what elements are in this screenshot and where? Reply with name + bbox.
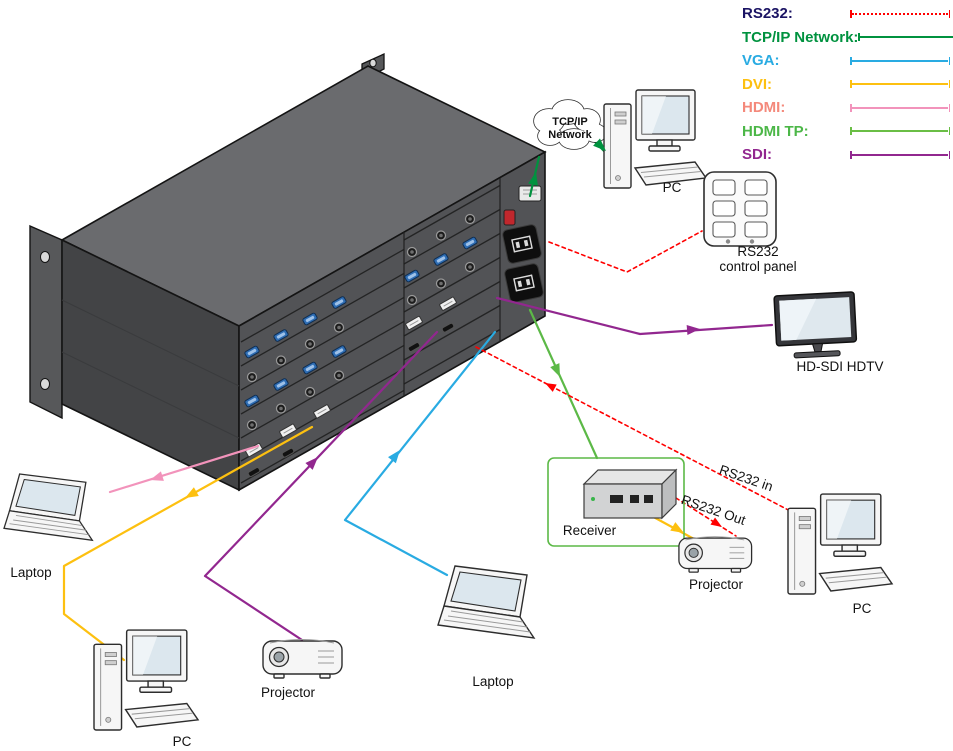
flow-arrows [150, 138, 722, 533]
bnc-port-icon [275, 403, 287, 414]
bnc-port-icon [333, 370, 345, 381]
cables [62, 140, 797, 662]
legend-line-hdmi [850, 103, 950, 113]
bnc-port-icon [406, 246, 418, 258]
rs232-control-panel-device [703, 171, 777, 247]
cloud-label-line1: TCP/IP [552, 116, 587, 128]
card-slot-lines [240, 178, 501, 484]
bnc-port-icon [435, 230, 447, 241]
receiver-label: Receiver [562, 523, 617, 538]
hdtv-label: HD-SDI HDTV [796, 359, 884, 374]
sdi-cable-projector-middle [203, 330, 439, 642]
bnc-port-icon [246, 371, 258, 383]
panel-seam [61, 351, 240, 439]
legend-item-dvi: DVI: [742, 73, 950, 97]
legend-item-tcpip: TCP/IP Network: [742, 26, 953, 50]
matrix-chassis [29, 52, 547, 492]
legend-item-hdmi: HDMI: [742, 96, 950, 120]
bnc-port-icon [333, 322, 345, 333]
projector-right-device [678, 536, 753, 573]
sdi-in-arrow-icon [305, 457, 318, 470]
bnc-port-icon [304, 338, 316, 350]
legend-item-sdi: SDI: [742, 143, 950, 167]
laptop-left-device [3, 473, 93, 541]
legend-line-dvi [850, 79, 950, 89]
legend-label-dvi: DVI: [742, 75, 772, 93]
legend: RS232: TCP/IP Network: VGA: DVI: HDMI: H… [742, 2, 953, 167]
projector-middle-label: Projector [260, 685, 316, 700]
pc-bottom-left-label: PC [172, 734, 192, 749]
chassis-right-face [238, 150, 546, 492]
legend-line-sdi [850, 150, 950, 160]
rs232-out-arrow-icon [710, 517, 722, 527]
legend-label-sdi: SDI: [742, 146, 772, 164]
rs232-cable-control-panel [548, 230, 703, 273]
devices: TCP/IP Network [3, 89, 893, 731]
tcpip-arrow-icon [593, 138, 606, 151]
iec-power-inlet-icon [504, 263, 544, 303]
hdmi-arrow-icon [150, 471, 164, 481]
legend-line-tcpip [858, 32, 953, 42]
projector-right-label: Projector [688, 577, 744, 592]
pc-bottom-left-device [93, 629, 199, 731]
dvi-out-arrow-icon [670, 522, 684, 533]
hdmi-cable-laptop-left [108, 444, 260, 494]
bnc-port-icon [464, 213, 476, 225]
laptop-left-label: Laptop [10, 565, 52, 580]
sdi-cable-hdtv [495, 296, 774, 336]
hdtv-device [773, 291, 858, 359]
rs232-in-arrow-icon [545, 383, 557, 392]
network-cloud: TCP/IP Network [533, 99, 607, 150]
legend-item-hdmi-tp: HDMI TP: [742, 120, 950, 144]
tcpip-arrow-icon [528, 172, 538, 186]
legend-label-tcpip: TCP/IP Network: [742, 28, 859, 46]
legend-item-vga: VGA: [742, 49, 950, 73]
cloud-label-line2: Network [548, 129, 592, 141]
rs232-out-cable [675, 497, 737, 537]
dvi-arrow-icon [185, 487, 199, 498]
legend-line-vga [850, 56, 950, 66]
power-switch-icon [503, 209, 516, 226]
screw-hole-icon [40, 251, 50, 263]
pc-top-right-label: PC [662, 180, 682, 195]
laptop-middle-label: Laptop [472, 674, 514, 689]
control-panel-label-line2: control panel [719, 258, 797, 274]
pc-bottom-right-device [787, 493, 893, 595]
legend-label-hdmi: HDMI: [742, 99, 786, 117]
rs232-in-cable [475, 346, 797, 515]
bnc-port-icon [464, 261, 476, 273]
bnc-port-icon [246, 419, 258, 431]
vga-cable-laptop-middle [343, 330, 497, 577]
legend-label-rs232: RS232: [742, 5, 793, 23]
control-panel-label-line1: RS232 [737, 244, 779, 259]
bnc-port-icon [406, 294, 418, 306]
panel-seam [61, 299, 240, 387]
iec-power-inlet-icon [502, 224, 542, 264]
legend-label-vga: VGA: [742, 52, 780, 70]
pc-top-right-device [603, 89, 707, 189]
laptop-middle-device [437, 565, 535, 639]
legend-line-hdmi-tp [850, 126, 950, 136]
rack-ear [29, 224, 63, 420]
pc-bottom-right-label: PC [852, 601, 872, 616]
hdmi-tp-cable-receiver [528, 308, 599, 460]
receiver-device [582, 468, 678, 520]
screw-hole-icon [40, 378, 50, 390]
rear-tab-hole [369, 58, 377, 68]
sdi-out-arrow-icon [686, 325, 700, 335]
vga-arrow-icon [388, 450, 400, 464]
control-panel-label: RS232 control panel [693, 244, 823, 275]
legend-label-hdmi-tp: HDMI TP: [742, 122, 809, 140]
legend-item-rs232: RS232: [742, 2, 950, 26]
receiver-highlight-box [547, 457, 685, 547]
bnc-port-icon [275, 355, 287, 366]
bnc-port-icon [304, 386, 316, 398]
projector-middle-device [262, 638, 343, 679]
legend-line-rs232 [850, 9, 950, 19]
hdmi-tp-arrow-icon [550, 363, 560, 377]
bnc-port-icon [435, 278, 447, 289]
